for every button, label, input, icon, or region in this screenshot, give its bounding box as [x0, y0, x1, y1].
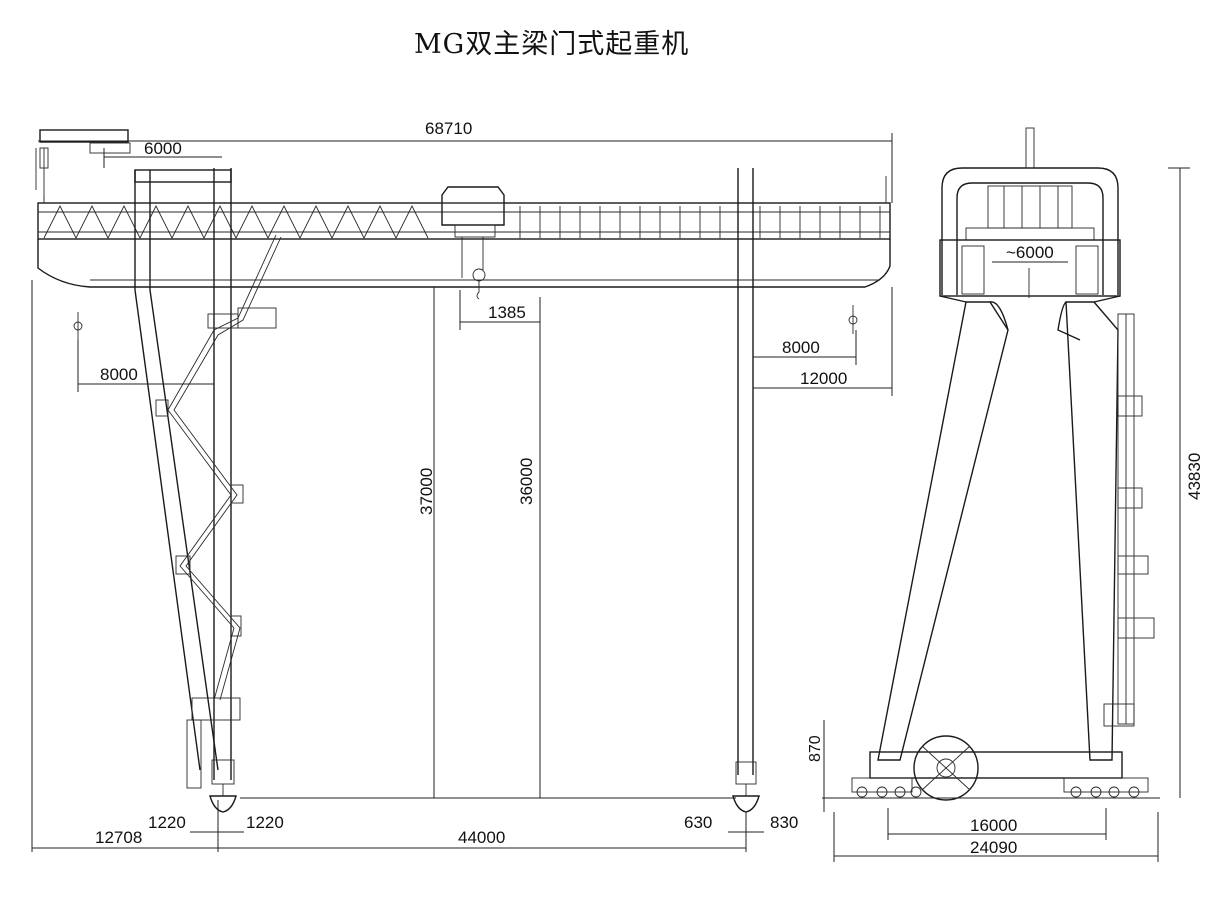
dim-68710: 68710: [425, 119, 472, 138]
dim-24090: 24090: [970, 838, 1017, 857]
dim-8000-left: 8000: [100, 365, 138, 384]
left-rigid-leg: [134, 168, 282, 813]
dim-870: 870: [807, 735, 824, 762]
cantilever-hook-left: [73, 312, 83, 340]
dim-37000: 37000: [417, 468, 436, 515]
dim-side-6000: ~6000: [1006, 243, 1054, 262]
main-girder: [37, 176, 891, 288]
drawing-title: MG双主梁门式起重机: [414, 29, 690, 60]
dim-1220-left: 1220: [148, 813, 186, 832]
side-dimension-lines: [823, 167, 1190, 862]
dim-36000: 36000: [517, 458, 536, 505]
dimension-lines: [31, 133, 893, 852]
dim-12000: 12000: [800, 369, 847, 388]
dim-6000-top: 6000: [144, 139, 182, 158]
front-view: 68710 6000 1385 8000 8000 12000 37000 36…: [31, 119, 893, 852]
dim-1385: 1385: [488, 303, 526, 322]
dim-830: 830: [770, 813, 798, 832]
left-end-equipment: [35, 129, 131, 200]
dim-8000-right: 8000: [782, 338, 820, 357]
cantilever-hook-right: [848, 305, 858, 334]
dim-43830: 43830: [1185, 453, 1204, 500]
dim-16000: 16000: [970, 816, 1017, 835]
trolley: [441, 186, 505, 300]
dim-12708: 12708: [95, 828, 142, 847]
right-flexible-leg: [732, 168, 760, 813]
dim-44000: 44000: [458, 828, 505, 847]
side-view: ~6000 43830 870 16000 24090: [807, 127, 1204, 862]
dim-630: 630: [684, 813, 712, 832]
dim-1220-right: 1220: [246, 813, 284, 832]
